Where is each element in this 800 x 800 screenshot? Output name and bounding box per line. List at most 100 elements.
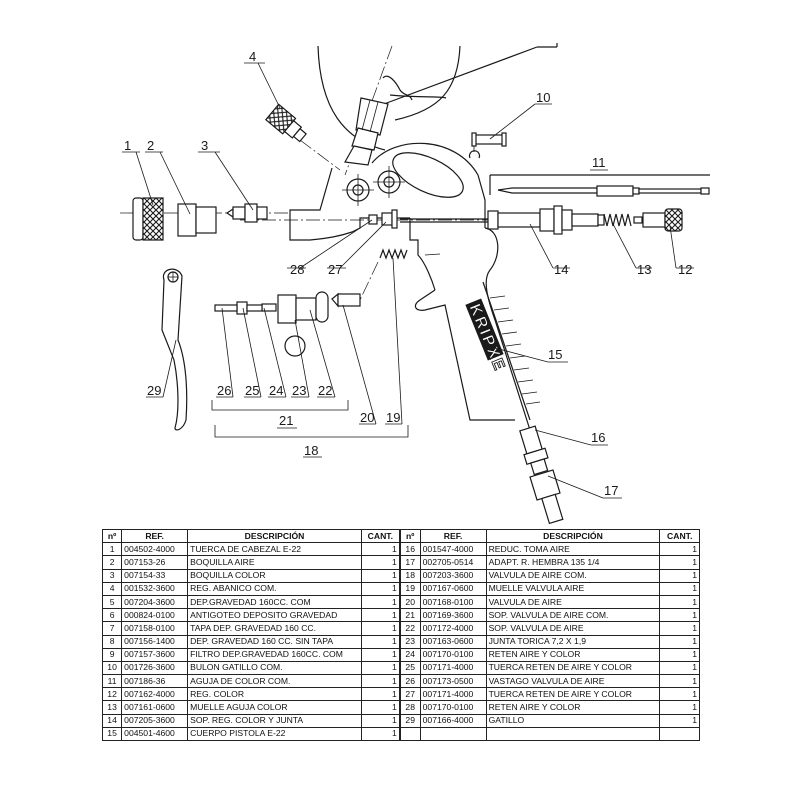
callout-28: 28 xyxy=(290,262,304,277)
cell-qty: 1 xyxy=(659,700,700,715)
cell-qty: 1 xyxy=(360,568,401,583)
table-header-row: nº REF. DESCRIPCIÓN CANT. nº REF. DESCRI… xyxy=(101,528,700,544)
callout-labels: 1 2 3 4 10 11 12 13 14 15 16 17 18 19 20… xyxy=(124,49,692,498)
part-10-trigger-pin xyxy=(468,132,507,159)
callout-11: 11 xyxy=(592,155,606,170)
cell-qty: 1 xyxy=(659,621,700,636)
cell-qty: 1 xyxy=(659,634,700,649)
cell-n: 10 xyxy=(101,660,123,676)
cell-n: 21 xyxy=(398,608,421,623)
callout-16: 16 xyxy=(591,430,605,445)
cell-qty: 1 xyxy=(360,726,401,742)
cell-qty: 1 xyxy=(360,594,401,610)
cell-qty: 1 xyxy=(360,555,401,570)
cell-n: 13 xyxy=(101,700,123,715)
cell-qty: 1 xyxy=(360,660,401,676)
callout-19: 19 xyxy=(386,410,400,425)
cell-ref: 007169-3600 xyxy=(419,608,487,623)
cell-qty xyxy=(659,726,700,742)
callout-26: 26 xyxy=(217,383,231,398)
part-2-air-cap xyxy=(177,203,217,237)
cell-desc xyxy=(485,726,661,742)
part-3-fluid-nozzle xyxy=(225,203,268,223)
cell-n: 4 xyxy=(101,581,123,596)
cell-ref: 007153-26 xyxy=(121,555,189,570)
callout-10: 10 xyxy=(536,90,550,105)
cell-ref: 007157-3600 xyxy=(121,647,189,662)
header-qty: CANT. xyxy=(360,528,401,544)
cell-n: 20 xyxy=(398,594,421,610)
cell-ref: 007166-4000 xyxy=(419,713,487,728)
cell-ref: 007162-4000 xyxy=(121,687,189,702)
cell-desc: GATILLO xyxy=(485,713,661,728)
callout-24: 24 xyxy=(269,383,283,398)
gravity-cup xyxy=(317,43,558,176)
callout-22: 22 xyxy=(318,383,332,398)
cell-qty: 1 xyxy=(659,542,700,557)
cell-ref: 001726-3600 xyxy=(121,660,189,676)
leader-lines xyxy=(122,62,694,499)
cell-n: 22 xyxy=(398,621,421,636)
cell-ref: 007158-0100 xyxy=(121,621,189,636)
cell-desc: RETEN AIRE Y COLOR xyxy=(485,647,661,662)
callout-18: 18 xyxy=(304,443,318,458)
header-qty: CANT. xyxy=(659,528,700,544)
cell-ref: 004502-4000 xyxy=(121,542,189,557)
cell-n: 23 xyxy=(398,634,421,649)
cell-qty: 1 xyxy=(360,687,401,702)
cell-desc: REDUC. TOMA AIRE xyxy=(485,542,661,557)
part-11-needle xyxy=(489,174,710,197)
callout-2: 2 xyxy=(147,138,154,153)
cell-desc: MUELLE AGUJA COLOR xyxy=(187,700,362,715)
cell-n: 28 xyxy=(398,700,421,715)
cell-ref: 007170-0100 xyxy=(419,700,487,715)
cell-n: 27 xyxy=(398,687,421,702)
part-25-nut xyxy=(236,301,248,315)
cell-n: 14 xyxy=(101,713,123,728)
cell-ref: 007156-1400 xyxy=(121,634,189,649)
cell-n: 17 xyxy=(398,555,421,570)
cell-ref: 007186-36 xyxy=(121,674,189,689)
cell-n: 18 xyxy=(398,568,421,583)
cell-qty: 1 xyxy=(659,594,700,610)
cell-n: 6 xyxy=(101,608,123,623)
cell-ref: 000824-0100 xyxy=(121,608,189,623)
part-20-air-valve xyxy=(331,292,361,308)
cell-ref: 007204-3600 xyxy=(121,594,189,610)
cell-desc: BOQUILLA COLOR xyxy=(187,568,362,583)
part-19-spring xyxy=(379,248,408,260)
cell-desc: TUERCA RETEN DE AIRE Y COLOR xyxy=(485,687,661,702)
cell-desc: REG. ABANICO COM. xyxy=(187,581,362,596)
cell-qty: 1 xyxy=(360,674,401,689)
cell-desc: FILTRO DEP.GRAVEDAD 160CC. COM xyxy=(187,647,362,662)
cell-qty: 1 xyxy=(659,608,700,623)
callout-21: 21 xyxy=(279,413,293,428)
handle-grip-ribs xyxy=(489,295,541,405)
cell-ref: 007163-0600 xyxy=(419,634,487,649)
callout-20: 20 xyxy=(360,410,374,425)
callout-1: 1 xyxy=(124,138,131,153)
cell-qty: 1 xyxy=(659,687,700,702)
cell-desc: RETEN AIRE Y COLOR xyxy=(485,700,661,715)
cell-ref: 007172-4000 xyxy=(419,621,487,636)
cell-ref: 002705-0514 xyxy=(419,555,487,570)
cell-qty: 1 xyxy=(659,674,700,689)
cell-desc: AGUJA DE COLOR COM. xyxy=(187,674,362,689)
cell-desc: MUELLE VALVULA AIRE xyxy=(485,581,661,596)
cell-n: 9 xyxy=(101,647,123,662)
cell-desc: DEP.GRAVEDAD 160CC. COM xyxy=(187,594,362,610)
part-22-valve-support xyxy=(277,291,329,324)
cell-qty: 1 xyxy=(360,608,401,623)
part-13-spring xyxy=(597,213,643,227)
cell-qty: 1 xyxy=(659,713,700,728)
cell-ref: 007205-3600 xyxy=(121,713,189,728)
cell-ref: 007171-4000 xyxy=(419,660,487,676)
part-12-color-regulator xyxy=(642,208,683,232)
cell-qty: 1 xyxy=(360,621,401,636)
header-n: nº xyxy=(101,528,123,544)
cell-desc: BULON GATILLO COM. xyxy=(187,660,362,676)
